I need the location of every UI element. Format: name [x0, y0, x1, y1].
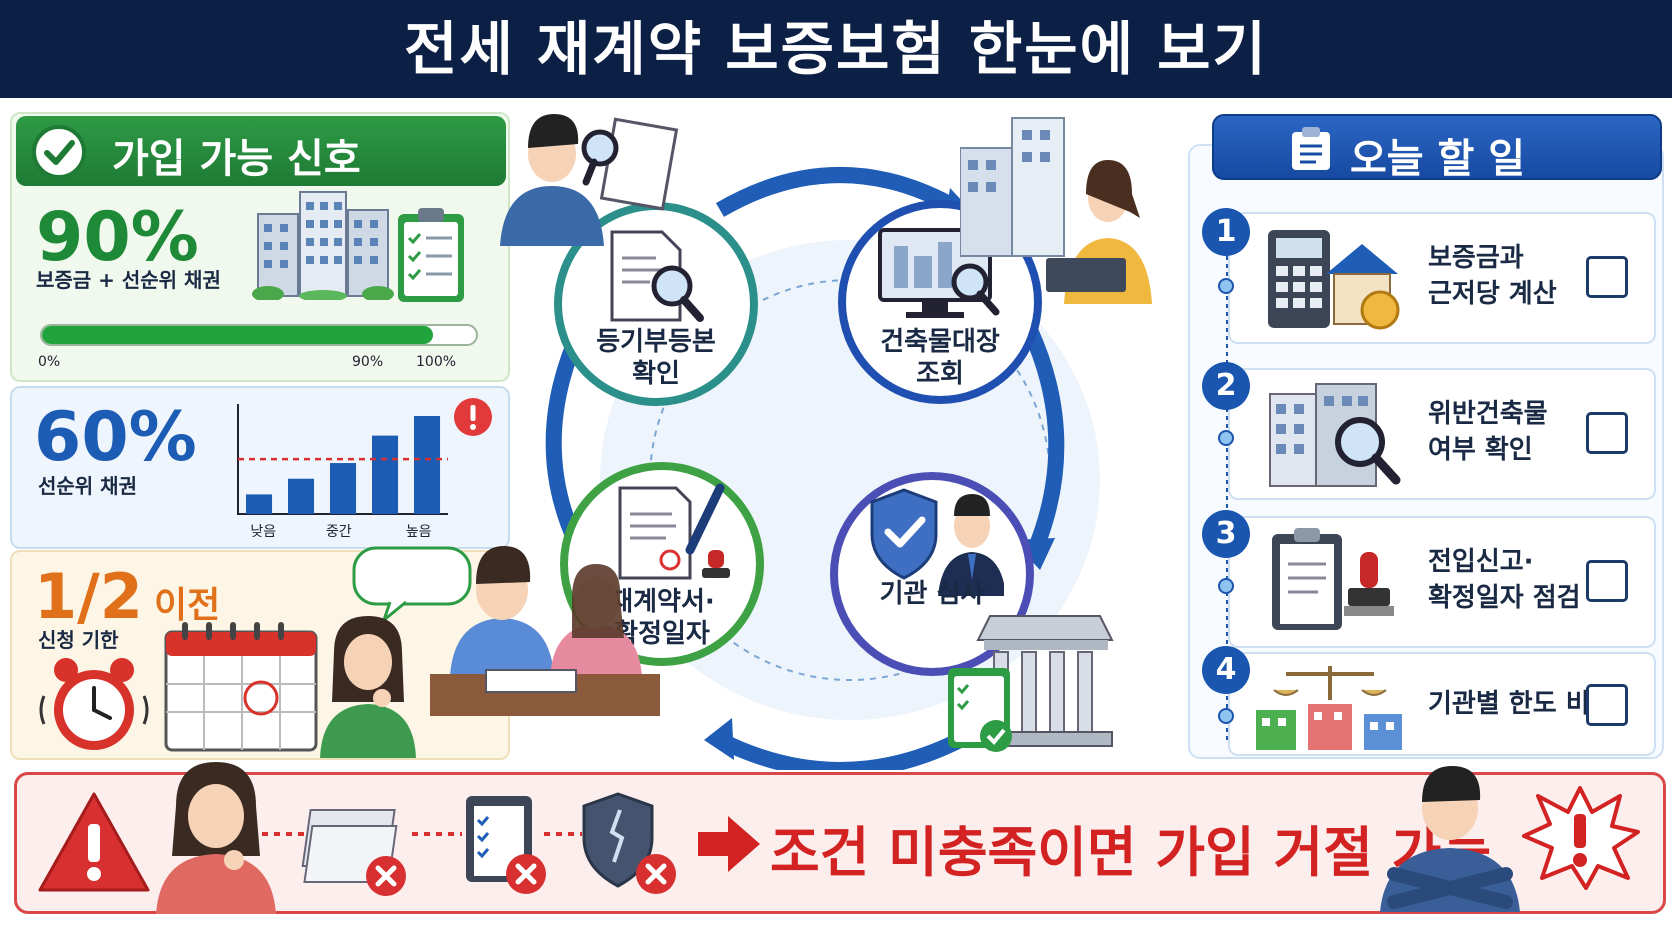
timeline-dot [1218, 430, 1234, 446]
chart-bar [330, 463, 357, 514]
chart-bar [246, 494, 273, 514]
calculator-house-icon [1268, 230, 1400, 330]
eligibility-panel: 가입 가능 신호 90% 보증금 + 선순위 채권 [10, 112, 510, 382]
todo-checkbox-deposit[interactable] [1586, 256, 1628, 298]
eligibility-title: 가입 가능 신호 [112, 136, 361, 182]
senior-bar-chart: 낮음 중간 높음 [237, 404, 448, 540]
deadline-fraction: 1/2 [34, 560, 143, 633]
chart-tick-label: 높음 [406, 524, 432, 540]
document-search-icon [610, 230, 704, 322]
progress-tick-mark: 90% [352, 354, 384, 370]
timeline-dot [1218, 278, 1234, 294]
todo-number-1: 1 [1202, 208, 1250, 256]
alert-icon [454, 398, 492, 436]
warning-text: 조건 미충족이면 가입 거절 가능 [770, 821, 1492, 884]
apartment-buildings-icon [252, 191, 394, 300]
eligibility-header: 가입 가능 신호 [16, 116, 506, 186]
todo-checkbox-compare[interactable] [1586, 684, 1628, 726]
todo-item-registration: 전입신고·확정일자 점검 [1228, 516, 1656, 648]
calendar-icon [164, 622, 318, 752]
chart-bar [372, 435, 399, 514]
page-title: 전세 재계약 보증보험 한눈에 보기 [404, 15, 1268, 83]
monitor-search-icon [878, 228, 1000, 318]
deadline-label: 신청 기한 [38, 628, 119, 652]
progress-tick-min: 0% [38, 354, 61, 370]
woman-laptop-icon [960, 117, 1152, 304]
todo-item-compare: 기관별 한도 비교 [1228, 652, 1656, 756]
ratio-progress-bar [40, 324, 478, 346]
timeline-dot [1218, 708, 1234, 724]
building-search-icon [1269, 383, 1401, 487]
todo-text-registration: 전입신고·확정일자 점검 [1428, 547, 1581, 613]
contract-stamp-icon [618, 483, 730, 580]
checklist-clipboard-icon [398, 208, 464, 302]
todo-number-2: 2 [1202, 362, 1250, 410]
senior-percent: 60% [34, 398, 197, 477]
chart-tick-label: 중간 [326, 524, 352, 540]
todo-header: 오늘 할 일 [1212, 114, 1662, 182]
todo-checkbox-registration[interactable] [1586, 560, 1628, 602]
check-icon [32, 125, 86, 179]
chart-bar [288, 478, 315, 514]
ratio-label: 보증금 + 선순위 채권 [36, 268, 221, 292]
step-label-review: 기관 심사 [879, 579, 985, 609]
ratio-percent: 90% [36, 198, 199, 277]
red-arrow-icon [698, 816, 760, 872]
clipboard-stamp-icon [1272, 528, 1394, 630]
deadline-panel: 1/2 이전 신청 기한 [10, 546, 510, 760]
chart-tick-label: 낮음 [250, 524, 276, 540]
thinking-woman-icon [320, 616, 416, 758]
alarm-clock-icon [39, 658, 149, 750]
deadline-suffix: 이전 [154, 585, 221, 626]
scale-buildings-icon [1256, 666, 1402, 750]
header-bar: 전세 재계약 보증보험 한눈에 보기 [0, 0, 1672, 98]
worried-woman-icon [156, 762, 276, 914]
crossed-arms-man-icon [1380, 766, 1520, 912]
todo-checkbox-violation[interactable] [1586, 412, 1628, 454]
todo-number-4: 4 [1202, 646, 1250, 694]
clipboard-icon [1292, 127, 1330, 170]
exclamation-burst-icon [1522, 786, 1640, 890]
bank-building-icon [948, 615, 1114, 752]
senior-label: 선순위 채권 [38, 474, 137, 498]
warning-triangle-icon [38, 792, 150, 892]
todo-number-3: 3 [1202, 510, 1250, 558]
todo-title: 오늘 할 일 [1350, 136, 1526, 182]
chart-bar [414, 416, 441, 514]
senior-claims-panel: 60% 선순위 채권 낮음 중간 높음 [10, 386, 510, 549]
speech-bubble-icon [352, 546, 472, 624]
couple-signing-icon [430, 546, 660, 716]
timeline-dot [1218, 578, 1234, 594]
man-magnifier-icon [500, 114, 679, 246]
progress-tick-max: 100% [416, 354, 457, 370]
ratio-progress-fill [42, 326, 433, 344]
shield-officer-icon [870, 488, 1004, 596]
failed-checks-row [262, 792, 676, 896]
todo-text-compare: 기관별 한도 비교 [1428, 689, 1614, 719]
